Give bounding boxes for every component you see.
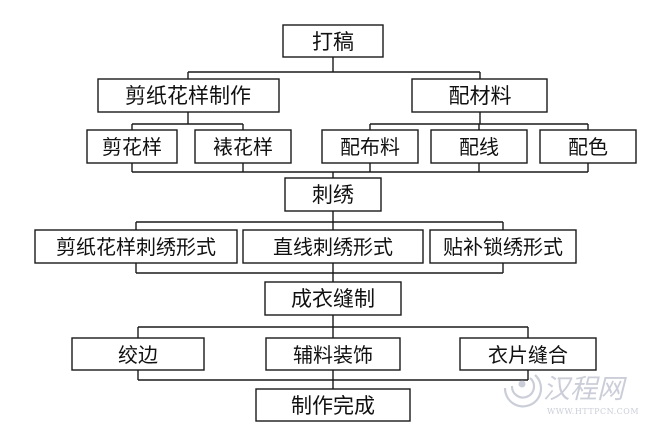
node-papercut-embroidery: 剪纸花样刺绣形式	[34, 229, 238, 264]
node-finished: 制作完成	[255, 388, 411, 422]
node-sketch: 打稿	[282, 24, 384, 58]
node-applique-embroidery: 贴补锁绣形式	[429, 229, 577, 264]
node-thread: 配线	[430, 129, 528, 164]
node-label: 剪花样	[102, 135, 162, 159]
node-sewing: 成衣缝制	[264, 281, 402, 316]
watermark: 汉程网 WWW.HTTPCN.COM	[503, 374, 639, 416]
node-label: 配布料	[340, 135, 400, 159]
node-color: 配色	[539, 129, 637, 164]
node-label: 配材料	[449, 84, 512, 108]
node-label: 制作完成	[291, 394, 375, 418]
node-cut-pattern: 剪花样	[86, 129, 178, 164]
node-label: 配色	[568, 135, 608, 159]
node-label: 剪纸花样刺绣形式	[56, 235, 216, 259]
node-label: 绞边	[118, 343, 158, 367]
node-accessories: 辅料装饰	[265, 337, 401, 371]
watermark-logo-icon	[503, 374, 543, 408]
node-edging: 绞边	[71, 337, 205, 371]
watermark-url: WWW.HTTPCN.COM	[547, 407, 639, 416]
node-label: 刺绣	[312, 183, 354, 207]
node-label: 成衣缝制	[291, 287, 375, 311]
node-embroidery: 刺绣	[284, 177, 382, 212]
node-cloth: 配布料	[321, 129, 419, 164]
node-mount-pattern: 裱花样	[194, 129, 292, 164]
node-label: 打稿	[312, 30, 354, 54]
connectors	[131, 57, 589, 389]
node-label: 贴补锁绣形式	[443, 235, 563, 259]
node-label: 裱花样	[213, 135, 273, 159]
node-label: 衣片缝合	[488, 343, 568, 367]
node-panel-joining: 衣片缝合	[459, 337, 597, 371]
watermark-logo-text: 汉程网	[543, 374, 627, 405]
node-label: 剪纸花样制作	[125, 84, 251, 108]
node-label: 直线刺绣形式	[273, 235, 393, 259]
node-straight-embroidery: 直线刺绣形式	[242, 229, 424, 264]
node-label: 配线	[459, 135, 499, 159]
node-papercut-making: 剪纸花样制作	[97, 78, 280, 113]
node-materials: 配材料	[411, 78, 548, 113]
node-label: 辅料装饰	[293, 343, 373, 367]
